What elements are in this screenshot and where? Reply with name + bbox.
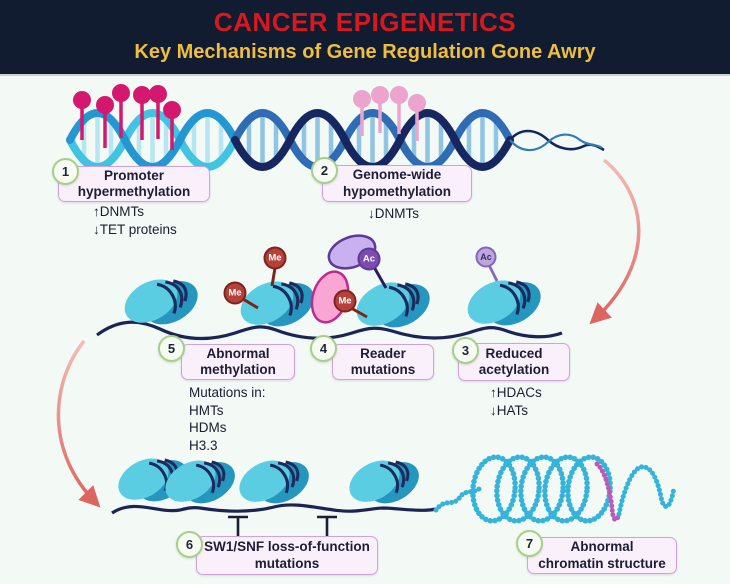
note-line: ↑HDACs <box>490 385 542 400</box>
dna-tail-strand <box>509 129 605 152</box>
mechanism-1-notes: ↑DNMTs ↓TET proteins <box>93 203 177 238</box>
dna-rungs-right <box>246 113 499 167</box>
note-line: Mutations in: <box>189 385 266 400</box>
ac-mark <box>357 247 381 271</box>
dna-thread-bottom <box>111 503 437 515</box>
note-line: ↓HATs <box>490 402 529 418</box>
header-banner: CANCER EPIGENETICS Key Mechanisms of Gen… <box>0 0 730 76</box>
reader-protein-complex: Me Ac <box>310 234 388 324</box>
label-line: mutations <box>254 555 320 571</box>
me-label: Me <box>228 288 241 299</box>
label-line: hypermethylation <box>77 184 191 199</box>
ac-label: Ac <box>480 252 492 262</box>
me-mark <box>223 281 247 305</box>
label-line: Reduced <box>485 345 543 361</box>
mechanism-6-badge: 6 <box>176 531 203 558</box>
ac-mark <box>475 246 497 268</box>
label-line: Reader <box>360 345 406 361</box>
methylation-marks-sparse <box>353 86 426 141</box>
dna-tail-strand <box>509 133 603 152</box>
label-line: Abnormal <box>570 539 634 555</box>
mechanism-2-label: Genome-wide hypomethylation <box>322 165 472 202</box>
methyl-marks-histone: Me Me <box>223 246 287 310</box>
page-title: CANCER EPIGENETICS <box>213 7 517 37</box>
mechanism-6-label: SW1/SNF loss-of-function mutations <box>196 536 378 575</box>
mechanism-3-badge: 3 <box>452 337 479 364</box>
mechanism-5-badge: 5 <box>158 335 185 362</box>
mechanism-7-label: Abnormal chromatin structure <box>527 537 677 574</box>
label-line: hypomethylation <box>342 183 451 199</box>
note-line: H3.3 <box>189 437 218 453</box>
acetyl-mark-histone: Ac <box>475 246 499 282</box>
curved-arrow-right <box>589 158 641 325</box>
note-line: ↑DNMTs <box>93 204 144 219</box>
label-line: SW1/SNF loss-of-function <box>204 539 370 555</box>
mechanism-1-label: Promoter hypermethylation <box>58 166 210 202</box>
inhibition-symbols <box>228 515 337 542</box>
note-line: HMTs <box>189 402 224 418</box>
label-line: Abnormal <box>206 345 270 361</box>
page-subtitle: Key Mechanisms of Gene Regulation Gone A… <box>134 41 596 63</box>
label-line: Genome-wide <box>352 167 442 183</box>
chromatin-coil <box>433 454 676 524</box>
me-mark <box>333 289 357 313</box>
mechanism-7-badge: 7 <box>516 530 543 557</box>
me-label: Me <box>268 253 281 264</box>
me-mark <box>263 246 287 270</box>
label-line: Promoter <box>103 167 164 183</box>
curved-arrow-left <box>56 339 101 508</box>
mechanism-3-notes: ↑HDACs ↓HATs <box>490 384 542 419</box>
ac-label: Ac <box>363 254 375 265</box>
note-line: ↓DNMTs <box>368 206 419 221</box>
note-line: ↓TET proteins <box>93 221 177 237</box>
dna-rungs-left <box>81 113 224 167</box>
mechanism-4-label: Reader mutations <box>332 344 434 380</box>
label-line: mutations <box>350 362 416 377</box>
dna-double-helix <box>66 109 605 171</box>
label-line: acetylation <box>478 362 550 377</box>
mechanism-1-badge: 1 <box>52 158 79 185</box>
methylation-marks-dense <box>73 84 181 150</box>
mechanism-2-badge: 2 <box>311 157 338 184</box>
mechanism-2-notes: ↓DNMTs <box>368 205 419 223</box>
mechanism-5-label: Abnormal methylation <box>181 344 295 380</box>
label-line: methylation <box>200 362 276 377</box>
chromatin-purple-segment <box>594 461 622 523</box>
dna-strand-medblue <box>231 109 514 171</box>
me-label: Me <box>338 296 351 307</box>
mechanism-5-notes: Mutations in: HMTs HDMs H3.3 <box>189 384 266 454</box>
mechanism-4-badge: 4 <box>310 335 337 362</box>
note-line: HDMs <box>189 420 227 436</box>
label-line: chromatin structure <box>538 555 666 571</box>
